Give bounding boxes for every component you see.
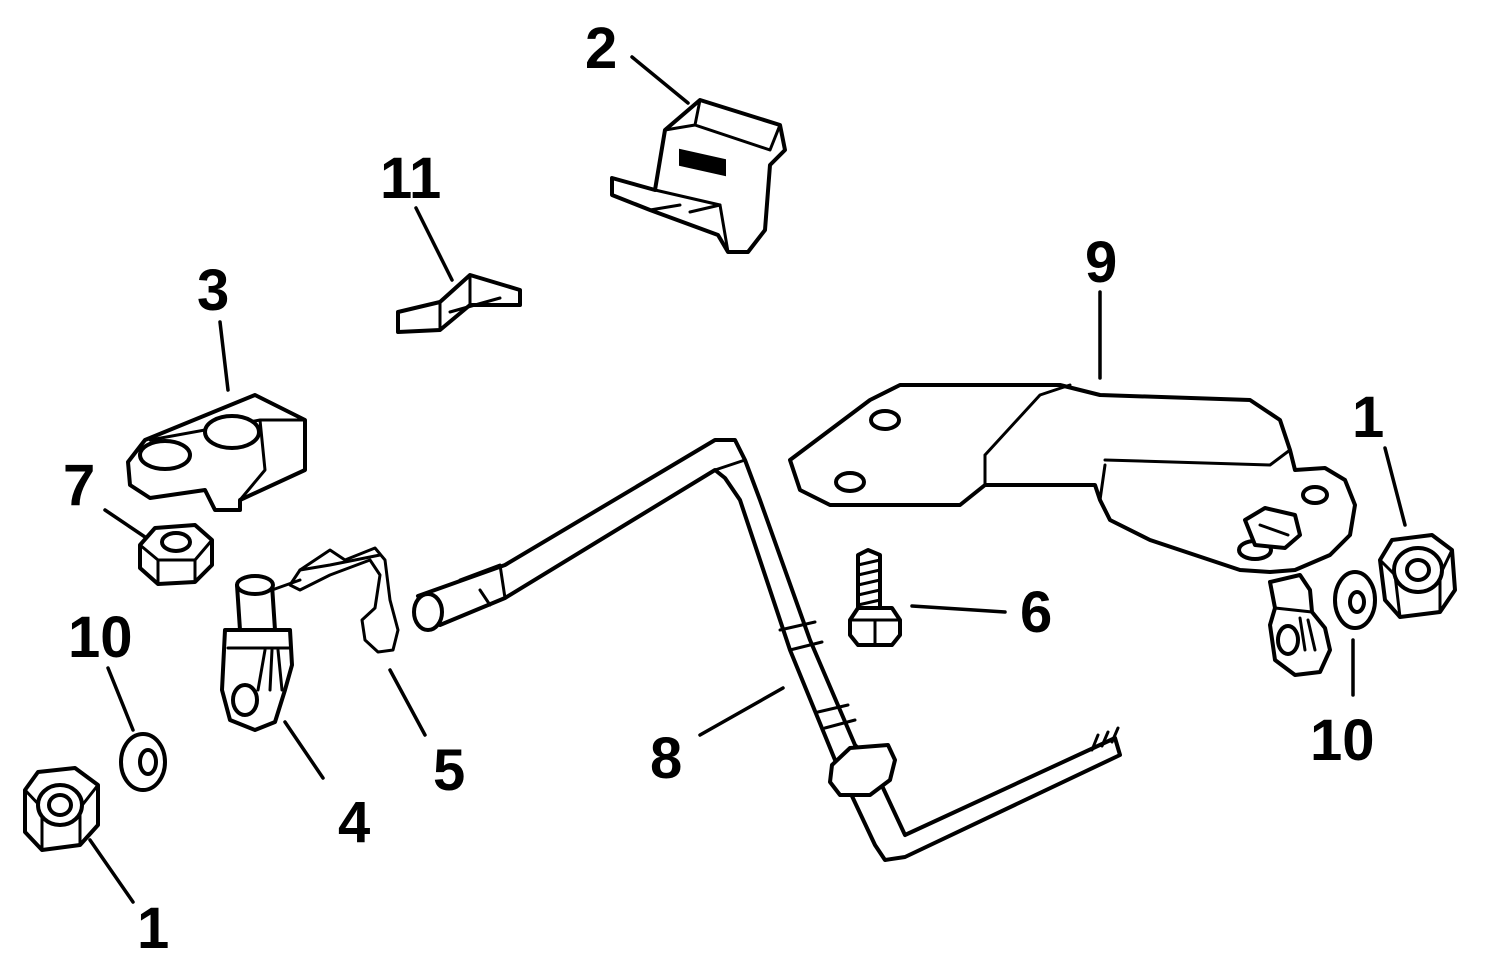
- part-9-bracket-plate: [788, 383, 1357, 574]
- callout-8: 8: [650, 726, 682, 791]
- part-8-shift-rod: [412, 438, 1122, 862]
- part-1-nut-right: [1378, 533, 1457, 619]
- part-6-screw: [848, 548, 902, 647]
- part-10-washer-right: [1333, 570, 1377, 630]
- callout-5: 5: [433, 738, 465, 803]
- callouts: 2 11 3 9 7 1 6 10 5 8 10 4 1: [63, 16, 1384, 961]
- leader-6: [910, 604, 1007, 614]
- leader-8: [698, 686, 785, 737]
- callout-10-left: 10: [68, 605, 133, 670]
- callout-10-right: 10: [1310, 708, 1375, 773]
- part-3-lever-block: [126, 393, 307, 512]
- leader-5: [388, 668, 427, 737]
- callout-4: 4: [338, 790, 370, 855]
- ball-joint-right: [1268, 573, 1332, 677]
- leader-lines: [88, 55, 1407, 904]
- part-7-nut: [138, 523, 214, 586]
- leader-1-left: [88, 838, 135, 904]
- callout-1-right: 1: [1352, 385, 1384, 450]
- leader-11: [414, 206, 454, 282]
- callout-7: 7: [63, 453, 95, 518]
- leader-10-left: [106, 666, 135, 732]
- callout-2: 2: [585, 16, 617, 81]
- part-4-ball-joint: [220, 574, 302, 732]
- part-10-washer-left: [119, 732, 167, 792]
- callout-1-left: 1: [137, 896, 169, 961]
- callout-11: 11: [380, 146, 441, 211]
- callout-6: 6: [1020, 580, 1052, 645]
- part-5-hairpin-clip: [288, 546, 400, 654]
- leader-1-right: [1383, 446, 1407, 527]
- callout-9: 9: [1085, 230, 1117, 295]
- leader-3: [218, 320, 230, 392]
- leader-2: [630, 55, 690, 105]
- leader-4: [283, 720, 325, 780]
- part-2-clip: [610, 98, 787, 254]
- leader-7: [103, 508, 147, 539]
- callout-3: 3: [197, 258, 229, 323]
- part-11-small-clip: [396, 273, 522, 334]
- part-1-nut-left: [23, 766, 100, 852]
